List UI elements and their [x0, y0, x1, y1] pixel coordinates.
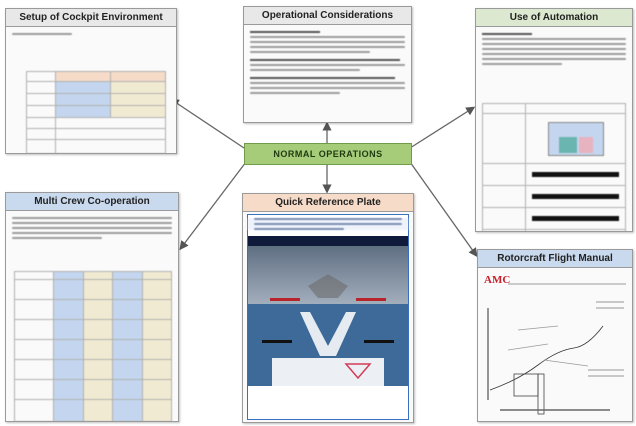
- automation-table: [482, 103, 626, 231]
- setup-body: [6, 33, 176, 153]
- qrp-band: [248, 236, 408, 246]
- panel-title: Operational Considerations: [244, 7, 411, 25]
- qrp-image: [247, 214, 409, 420]
- panel-multi-crew-cooperation: Multi Crew Co-operation: [5, 192, 179, 422]
- manual-diagram: [487, 283, 626, 415]
- panel-rotorcraft-flight-manual: Rotorcraft Flight Manual AMC: [477, 249, 633, 422]
- qrp-header-text: [248, 218, 408, 230]
- hub-normal-operations: NORMAL OPERATIONS: [244, 143, 412, 165]
- panel-operational-considerations: Operational Considerations: [243, 6, 412, 123]
- panel-quick-reference-plate: Quick Reference Plate: [242, 193, 414, 423]
- manual-logo: AMC: [484, 274, 511, 286]
- setup-table: [26, 71, 166, 153]
- panel-use-of-automation: Use of Automation: [475, 8, 633, 232]
- arrow-to-multicrew: [179, 161, 247, 251]
- panel-title: Quick Reference Plate: [243, 194, 413, 212]
- arrow-to-manual: [409, 161, 478, 258]
- panel-setup-cockpit: Setup of Cockpit Environment: [5, 8, 177, 154]
- arrow-to-setup: [169, 98, 245, 149]
- panel-title: Rotorcraft Flight Manual: [478, 250, 632, 268]
- panel-title: Use of Automation: [476, 9, 632, 27]
- panel-title: Setup of Cockpit Environment: [6, 9, 176, 27]
- operational-body: [244, 25, 411, 94]
- multicrew-table: [14, 271, 172, 421]
- automation-body: [476, 27, 632, 231]
- arrow-to-automation: [409, 106, 476, 149]
- multicrew-body: [6, 211, 178, 421]
- qrp-scene: [248, 246, 408, 386]
- panel-title: Multi Crew Co-operation: [6, 193, 178, 211]
